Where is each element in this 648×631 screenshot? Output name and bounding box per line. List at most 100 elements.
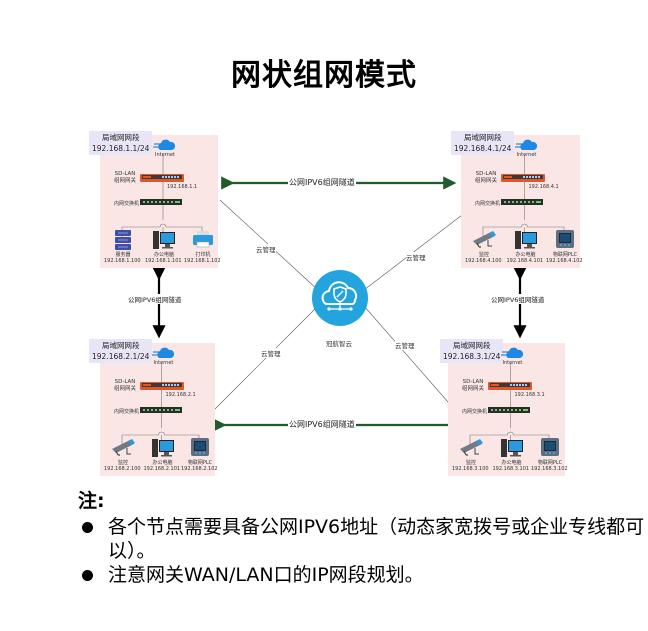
- note-text: 各个节点需要具备公网IPV6地址（动态家宽拨号或企业专线都可以）。: [108, 516, 645, 562]
- device-ip: 192.168.3.102: [531, 466, 568, 472]
- bullet-icon: [82, 570, 93, 581]
- mgmt-label-node-2: 云管理: [261, 348, 281, 358]
- plc-panel-icon: [550, 229, 580, 251]
- device-ip: 192.168.2.102: [181, 466, 218, 472]
- lan-segment-label: 局域网网段 192.168.4.1/24: [451, 131, 515, 155]
- lan-segment-label: 局域网网段 192.168.1.1/24: [89, 131, 153, 155]
- camera-icon: [108, 437, 138, 459]
- sd-lan-gateway-icon[interactable]: [140, 381, 184, 391]
- tunnel-label-top: 公网IPV6组网隧道: [288, 177, 356, 188]
- device-name: 物联网PLC: [537, 460, 563, 466]
- internet-cloud-icon: [514, 139, 537, 150]
- device-plc-panel[interactable]: 物联网PLC 192.168.3.102: [531, 437, 568, 472]
- sd-lan-gateway-icon[interactable]: [140, 173, 184, 183]
- gateway-label-line2: 组网网关: [114, 386, 137, 392]
- lan-switch-icon[interactable]: [488, 407, 530, 413]
- printer-icon: [188, 229, 218, 251]
- device-name: 监控: [117, 460, 128, 466]
- lan-segment-cidr: 192.168.3.1/24: [443, 352, 501, 361]
- page-title: 网状组网模式: [231, 58, 417, 93]
- device-name: 办公电脑: [152, 460, 173, 466]
- lan-switch-icon[interactable]: [140, 199, 182, 205]
- internet-label: Internet: [153, 360, 174, 366]
- device-camera[interactable]: 监控 192.168.3.100: [452, 437, 489, 472]
- device-desktop-pc[interactable]: 办公电脑 192.168.4.101: [507, 229, 543, 264]
- device-name: 监控: [478, 252, 489, 258]
- cloud-platform-icon[interactable]: [312, 270, 368, 326]
- device-ip: 192.168.3.100: [452, 466, 489, 472]
- tunnel-label-bottom: 公网IPV6组网隧道: [288, 419, 356, 430]
- desktop-pc-icon: [511, 229, 541, 251]
- gateway-ip: 192.168.2.1: [165, 392, 196, 398]
- gateway-label-line2: 组网网关: [475, 178, 498, 184]
- device-name: 物联网PLC: [552, 252, 578, 258]
- device-ip: 192.168.1.102: [184, 258, 221, 264]
- device-ip: 192.168.3.101: [492, 466, 530, 472]
- device-camera[interactable]: 监控 192.168.2.100: [104, 437, 141, 472]
- sd-lan-gateway-icon[interactable]: [501, 173, 545, 183]
- internet-label: Internet: [502, 360, 523, 366]
- internet-label: Internet: [155, 152, 175, 158]
- lan-segment-title: 局域网网段: [463, 133, 502, 142]
- device-printer[interactable]: 打印机 192.168.1.102: [184, 229, 221, 264]
- device-plc-panel[interactable]: 物联网PLC 192.168.4.102: [546, 229, 583, 264]
- switch-label: 内网交换机: [114, 409, 140, 415]
- camera-icon: [469, 229, 499, 251]
- switch-label: 内网交换机: [475, 201, 501, 207]
- lan-switch-icon[interactable]: [140, 407, 182, 413]
- lan-segment-cidr: 192.168.1.1/24: [92, 144, 150, 153]
- device-desktop-pc[interactable]: 办公电脑 192.168.3.101: [493, 437, 529, 472]
- mgmt-line-node-2: [213, 305, 319, 411]
- gateway-label-line1: SD-LAN: [114, 379, 136, 385]
- mgmt-line-node-3: [363, 305, 463, 419]
- gateway-label-line2: 组网网关: [462, 386, 485, 392]
- switch-label: 内网交换机: [462, 409, 488, 415]
- tunnel-label-right: 公网IPV6组网隧道: [490, 294, 546, 304]
- lan-segment-title: 局域网网段: [101, 133, 140, 142]
- internet-cloud-icon: [500, 347, 523, 358]
- mgmt-label-node-1: 云管理: [256, 244, 276, 254]
- gateway-ip: 192.168.4.1: [528, 184, 559, 190]
- lan-segment-label: 局域网网段 192.168.3.1/24: [440, 339, 504, 363]
- device-desktop-pc[interactable]: 办公电脑 192.168.1.101: [145, 229, 182, 264]
- device-plc-panel[interactable]: 物联网PLC 192.168.2.102: [181, 437, 218, 472]
- gateway-label-line2: 组网网关: [114, 178, 137, 184]
- gateway-label-line1: SD-LAN: [114, 171, 136, 177]
- device-ip: 192.168.2.101: [143, 466, 181, 472]
- mgmt-label-node-3: 云管理: [395, 340, 415, 350]
- device-camera[interactable]: 监控 192.168.4.100: [465, 229, 502, 264]
- camera-icon: [456, 437, 486, 459]
- lan-switch-icon[interactable]: [501, 199, 543, 205]
- cloud-shield-icon: [321, 281, 358, 311]
- device-name: 办公电脑: [153, 252, 174, 258]
- device-server[interactable]: 服务器 192.168.1.100: [104, 229, 141, 264]
- gateway-ip: 192.168.3.1: [514, 392, 545, 398]
- switch-label: 内网交换机: [114, 201, 140, 207]
- tunnel-label-left: 公网IPV6组网隧道: [127, 294, 183, 304]
- sd-lan-gateway-icon[interactable]: [488, 381, 532, 391]
- device-name: 办公电脑: [501, 460, 522, 466]
- device-desktop-pc[interactable]: 办公电脑 192.168.2.101: [144, 437, 180, 472]
- device-ip: 192.168.4.100: [465, 258, 502, 264]
- device-ip: 192.168.4.101: [506, 258, 544, 264]
- mgmt-label-node-4: 云管理: [406, 252, 426, 262]
- lan-segment-cidr: 192.168.4.1/24: [454, 144, 512, 153]
- cloud-platform-name: 冠航智云: [326, 340, 352, 348]
- note-item: 注意网关WAN/LAN口的IP网段规划。: [78, 563, 648, 587]
- bullet-icon: [82, 522, 93, 533]
- notes-section: 注: 各个节点需要具备公网IPV6地址（动态家宽拨号或企业专线都可以）。 注意网…: [78, 486, 648, 587]
- gateway-label-line1: SD-LAN: [475, 171, 497, 177]
- device-name: 监控: [465, 460, 476, 466]
- lan-segment-cidr: 192.168.2.1/24: [92, 352, 150, 361]
- lan-segment-title: 局域网网段: [452, 341, 491, 350]
- desktop-pc-icon: [497, 437, 527, 459]
- note-text: 注意网关WAN/LAN口的IP网段规划。: [108, 564, 424, 586]
- device-name: 物联网PLC: [187, 460, 213, 466]
- device-ip: 192.168.4.102: [546, 258, 583, 264]
- gateway-ip: 192.168.1.1: [167, 184, 198, 190]
